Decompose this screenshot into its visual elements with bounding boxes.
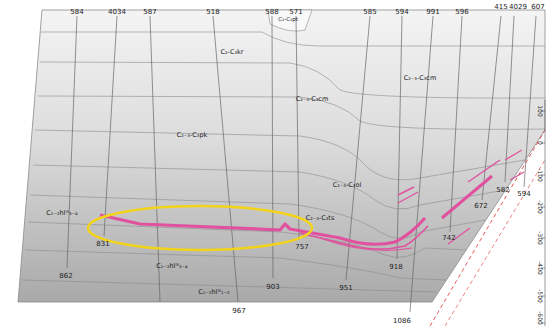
borehole-number: 587 (143, 9, 156, 16)
formation-label: C₁₋₂hlᴵᴵᴵ₁₋₂ (198, 289, 229, 296)
highlight-ellipse (88, 206, 312, 250)
borehole-number: 903 (266, 284, 279, 291)
formation-label: C₂₋₃-C₃pk (177, 132, 208, 139)
borehole-number: 742 (442, 235, 455, 242)
depth-value: -600 (537, 311, 543, 325)
borehole-number: 918 (389, 264, 402, 271)
borehole-number: 672 (474, 203, 487, 210)
borehole-number: 571 (289, 9, 302, 16)
depth-value: -200 (537, 200, 543, 214)
fault-line (430, 130, 545, 326)
formation-label: C₂₋₃-C₃cm (296, 96, 329, 103)
borehole-number: 4029 (509, 4, 527, 11)
borehole-number: 594 (517, 191, 530, 198)
borehole-number: 415 (494, 4, 507, 11)
depth-value: -100 (537, 168, 543, 182)
borehole-number: 584 (70, 9, 83, 16)
depth-value: -500 (537, 289, 543, 303)
borehole-number: 582 (496, 187, 509, 194)
depth-value: 0 (537, 141, 543, 145)
depth-value: -300 (537, 231, 543, 245)
borehole-number: 757 (295, 244, 308, 251)
borehole-number: 596 (455, 9, 468, 16)
coal-seams (100, 150, 524, 250)
borehole-number: 588 (265, 9, 278, 16)
formation-label: C₁₋₂hlᴵᴵᴵ₃₋₄ (156, 263, 187, 270)
formation-label: C₁₋₂hlᴵᴵᴵ₃₋₄ (46, 210, 77, 217)
borehole-number: 991 (426, 9, 439, 16)
borehole-number: 4034 (108, 9, 126, 16)
borehole-number: 607 (531, 4, 544, 11)
section-body (18, 10, 545, 302)
depth-value: -400 (537, 261, 543, 275)
formation-label: C₂₋₃-C₃ol (333, 182, 361, 189)
borehole-number: 967 (232, 308, 245, 315)
layer-boundaries (22, 32, 545, 292)
borehole-number: 862 (59, 273, 72, 280)
borehole-lines (67, 16, 536, 312)
formation-label: C₂₋₃-C₃ts (306, 215, 335, 222)
depth-value: 100 (537, 105, 543, 116)
formation-label: C₂₋₃-C₃cm (404, 75, 437, 82)
borehole-number: 594 (395, 9, 408, 16)
borehole-number: 585 (363, 9, 376, 16)
borehole-number: 518 (206, 9, 219, 16)
borehole-number: 951 (339, 285, 352, 292)
fault-line (445, 160, 545, 326)
formation-label: C₃-C₃pt (278, 17, 298, 23)
borehole-number: 831 (96, 241, 109, 248)
borehole-number: 1086 (393, 318, 411, 325)
formation-label: C₂-C₃kr (220, 49, 243, 56)
